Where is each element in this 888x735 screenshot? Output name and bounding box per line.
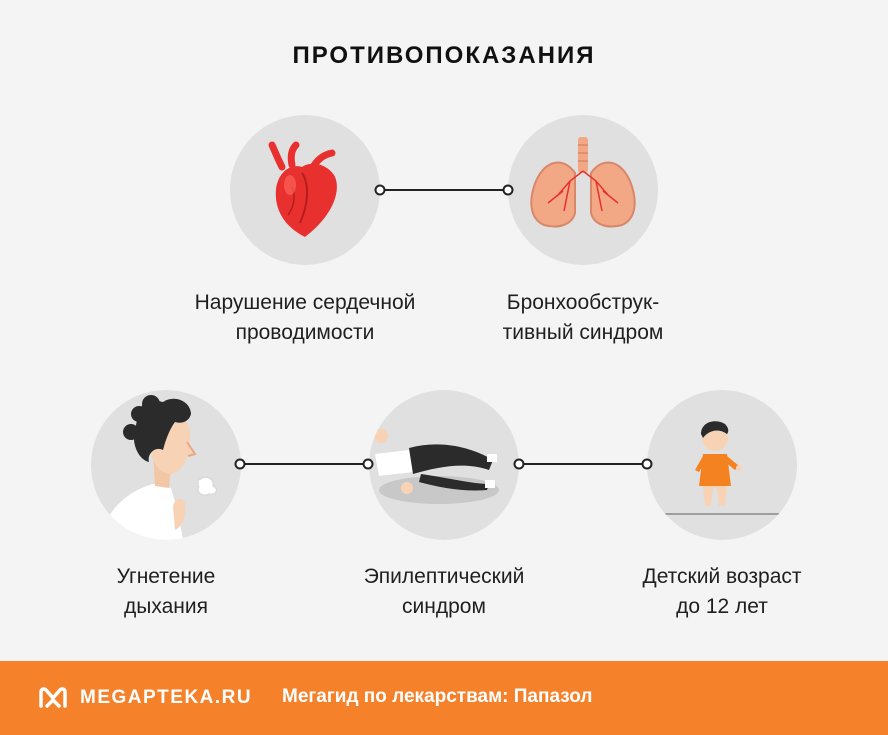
label-bronchoobstructive: Бронхообструк- тивный синдром [502,291,664,344]
page-title: ПРОТИВОПОКАЗАНИЯ [292,42,596,69]
brand-name: MEGAPTEKA.RU [80,687,253,708]
footer-tagline: Мегагид по лекарствам: Папазол [282,686,593,707]
lungs-icon [530,137,636,228]
label-respiratory-depression: Угнетение дыхания [116,565,216,618]
child-circle [647,390,797,540]
connector-heart-lungs [374,184,514,196]
label-epileptic-syndrome: Эпилептический синдром [363,565,525,618]
seizure-person-icon [374,429,499,504]
heart-icon [268,141,337,237]
seizure-circle [369,390,519,540]
breathing-person-icon [101,395,218,540]
breathing-circle [91,390,241,540]
label-cardiac-conduction: Нарушение сердечной проводимости [194,291,416,344]
child-icon [665,421,779,515]
heart-circle [230,115,380,265]
brand[interactable]: MEGAPTEKA.RU [38,685,252,711]
megapteka-logo-icon [39,687,67,708]
footer-bar: MEGAPTEKA.RU Мегагид по лекарствам: Папа… [0,661,888,735]
lungs-circle [508,115,658,265]
label-child-age: Детский возраст до 12 лет [642,565,802,618]
connector-seizure-child [513,458,653,470]
connector-breathing-seizure [234,458,374,470]
